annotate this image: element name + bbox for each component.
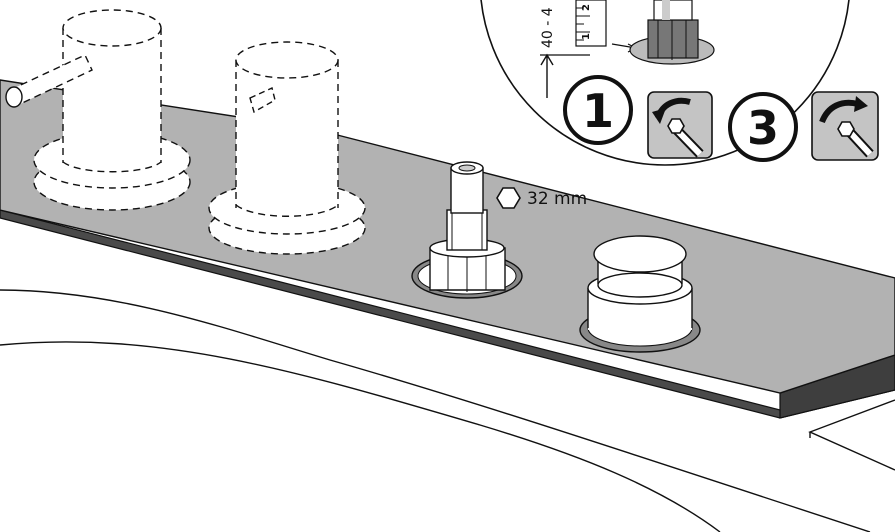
- ruler-mark-2: 2: [581, 4, 592, 11]
- mixer-lever-dashed: [5, 9, 191, 211]
- detail-zoom-circle: 2 1 40 - 4 1: [480, 0, 850, 166]
- countertop-surface: [0, 289, 895, 532]
- threaded-connector: [411, 161, 523, 299]
- step-one-number: 1: [582, 84, 614, 138]
- mixer-tap-dashed: [208, 41, 366, 255]
- drain-button: [579, 235, 701, 353]
- height-range-label: 40 - 4: [540, 7, 556, 48]
- wrench-size-label: 32 mm: [527, 189, 587, 209]
- zoomed-connector: [629, 0, 715, 65]
- ruler-mark-1: 1: [581, 33, 592, 40]
- wrench-loosen-icon: [647, 91, 713, 159]
- wrench-tighten-icon: [811, 91, 879, 161]
- step-three-badge: 3: [728, 92, 798, 162]
- wrench-size-callout: 32 mm: [496, 187, 587, 209]
- step-three-number: 3: [747, 101, 779, 155]
- measuring-ruler: 2 1: [575, 0, 607, 47]
- step-one-badge: 1: [563, 75, 633, 145]
- hexagon-icon: [496, 187, 521, 209]
